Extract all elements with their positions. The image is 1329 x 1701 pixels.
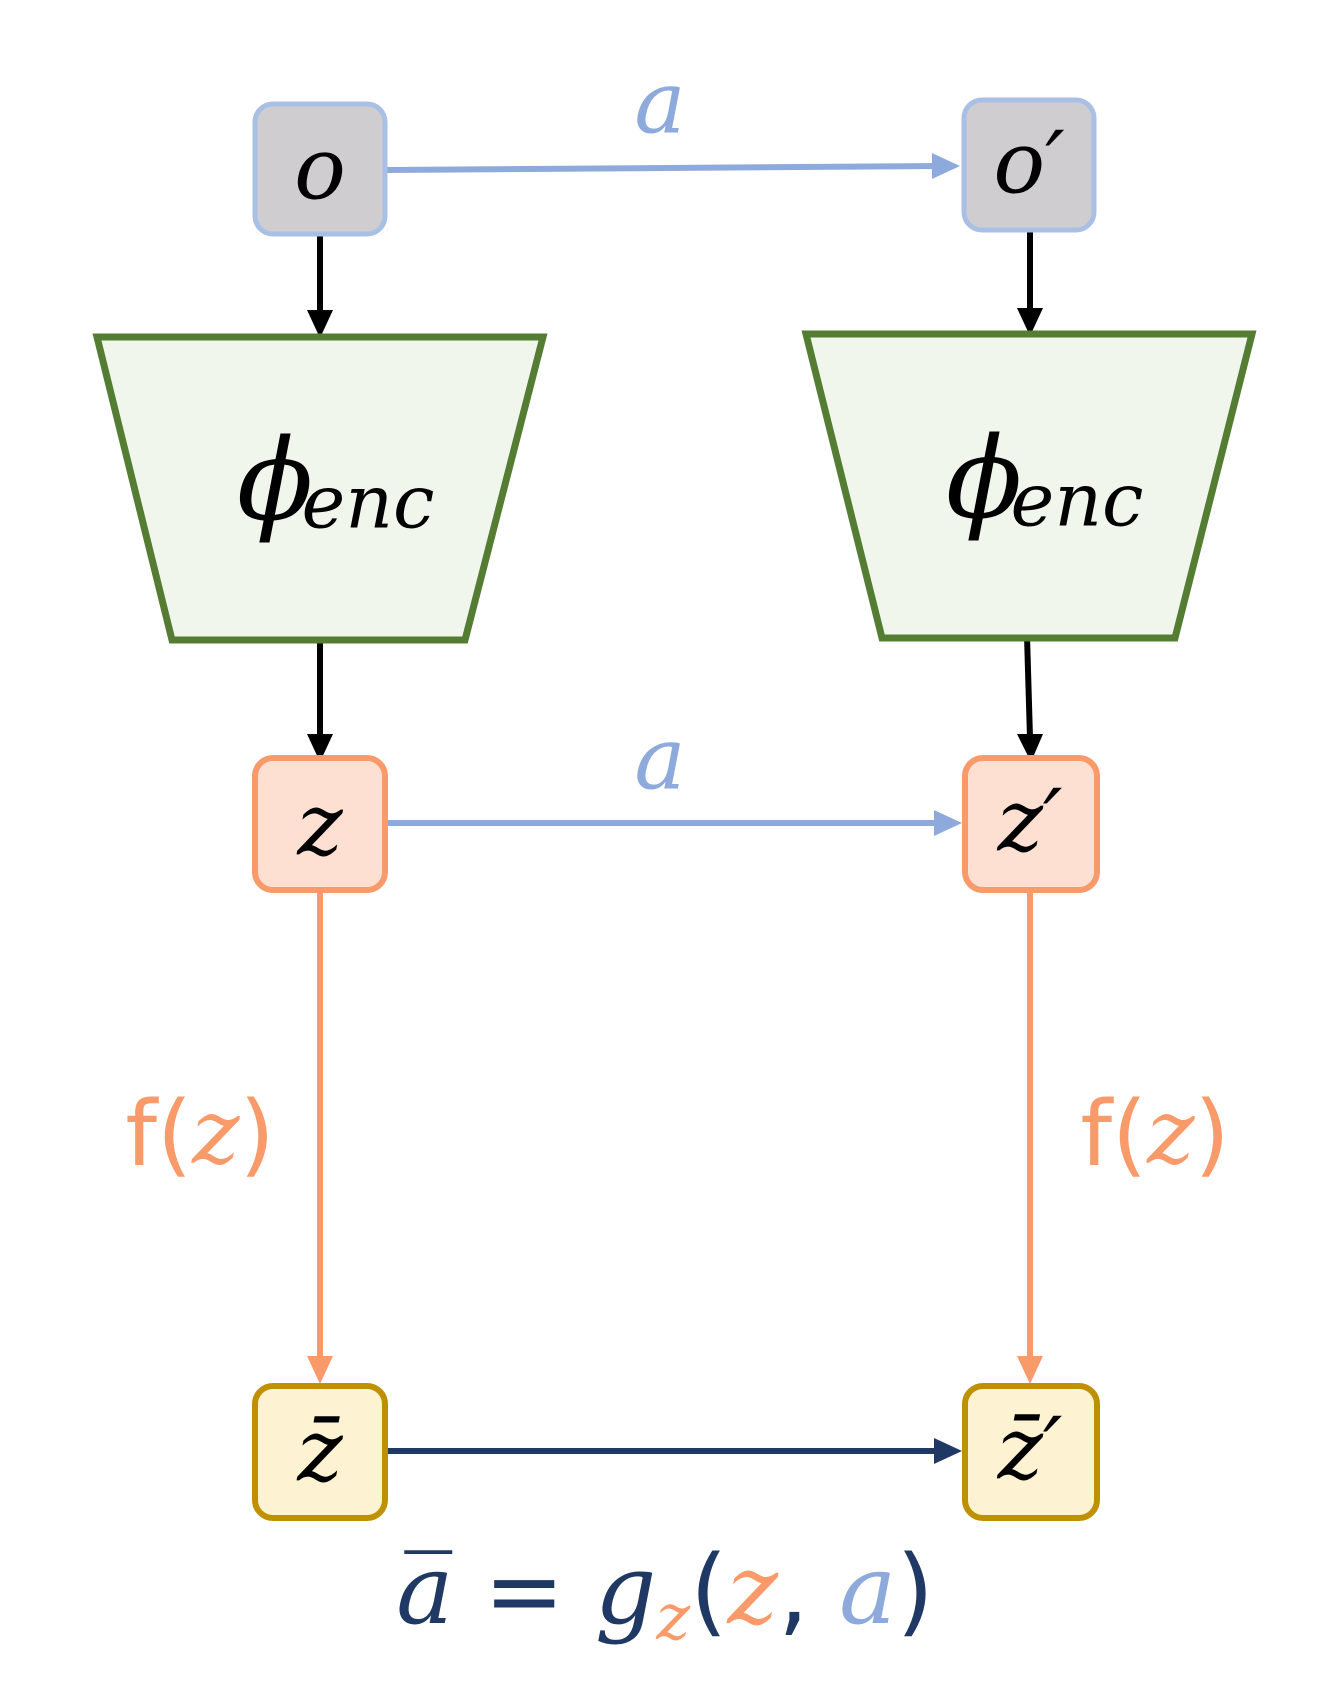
equation-arg-z: z	[727, 1534, 780, 1646]
node-z: z	[252, 755, 388, 893]
node-o: o	[252, 101, 388, 237]
arrowhead-z-bar-prime	[1017, 1356, 1043, 1384]
right-map-prefix: f(	[1080, 1082, 1147, 1187]
encoder-right-symbol: ϕ	[946, 414, 1022, 544]
arrowhead-o-prime	[932, 153, 960, 179]
equation-lhs: a̅	[396, 1534, 453, 1646]
left-map-var: z	[191, 1080, 240, 1185]
encoder-left-subscript: enc	[302, 459, 435, 545]
node-z-prime: z′	[962, 755, 1100, 893]
edge-label-right-map: f(z)	[1080, 1080, 1229, 1187]
node-z-prime-label: z′	[997, 772, 1063, 872]
arrowhead-z-bar-prime-action	[934, 1438, 962, 1464]
node-z-label: z	[296, 776, 343, 876]
abstract-action-equation: a̅ = gz(z, a)	[396, 1534, 934, 1655]
edge-label-top-action: a	[634, 54, 685, 154]
encoder-right: ϕ enc	[801, 330, 1257, 642]
arrowhead-z-prime-action	[934, 810, 962, 836]
edge-label-mid-action: a	[634, 710, 685, 810]
equation-comma: ,	[778, 1535, 839, 1647]
equation-open-paren: (	[690, 1535, 727, 1647]
arrowhead-z-prime	[1017, 734, 1043, 762]
node-o-prime: o′	[961, 97, 1097, 233]
edge-label-left-map: f(z)	[125, 1080, 274, 1187]
arrowhead-z	[307, 734, 333, 762]
left-map-suffix: )	[240, 1082, 275, 1187]
arrowhead-encoder-left	[307, 310, 333, 338]
node-o-label: o	[294, 120, 346, 220]
equation-func: g	[595, 1534, 656, 1646]
encoder-left: ϕ enc	[92, 333, 548, 644]
encoder-right-subscript: enc	[1011, 457, 1144, 543]
equation-close-paren: )	[896, 1535, 933, 1647]
arrow-encoder-right-to-z-prime	[1024, 635, 1033, 739]
right-map-suffix: )	[1195, 1082, 1230, 1187]
node-o-prime-label: o′	[993, 114, 1064, 214]
arrowhead-z-bar	[307, 1356, 333, 1384]
node-z-bar-prime-label: z̄′	[997, 1400, 1063, 1500]
arrow-o-to-o-prime	[385, 163, 941, 173]
equation-equals: =	[453, 1535, 594, 1647]
right-map-var: z	[1146, 1080, 1195, 1185]
left-map-prefix: f(	[125, 1082, 192, 1187]
svg-text:f(z): f(z)	[125, 1080, 274, 1187]
node-z-bar: z̄	[252, 1383, 388, 1521]
svg-text:a̅ = gz(z, a): a̅ = gz(z, a)	[396, 1534, 934, 1655]
equation-func-subscript: z	[655, 1581, 691, 1655]
node-z-bar-label: z̄	[296, 1402, 343, 1502]
node-z-bar-prime: z̄′	[962, 1383, 1100, 1521]
arrowhead-encoder-right	[1017, 308, 1043, 336]
encoder-left-symbol: ϕ	[237, 416, 313, 546]
svg-text:f(z): f(z)	[1080, 1080, 1229, 1187]
equation-arg-a: a	[839, 1534, 896, 1646]
